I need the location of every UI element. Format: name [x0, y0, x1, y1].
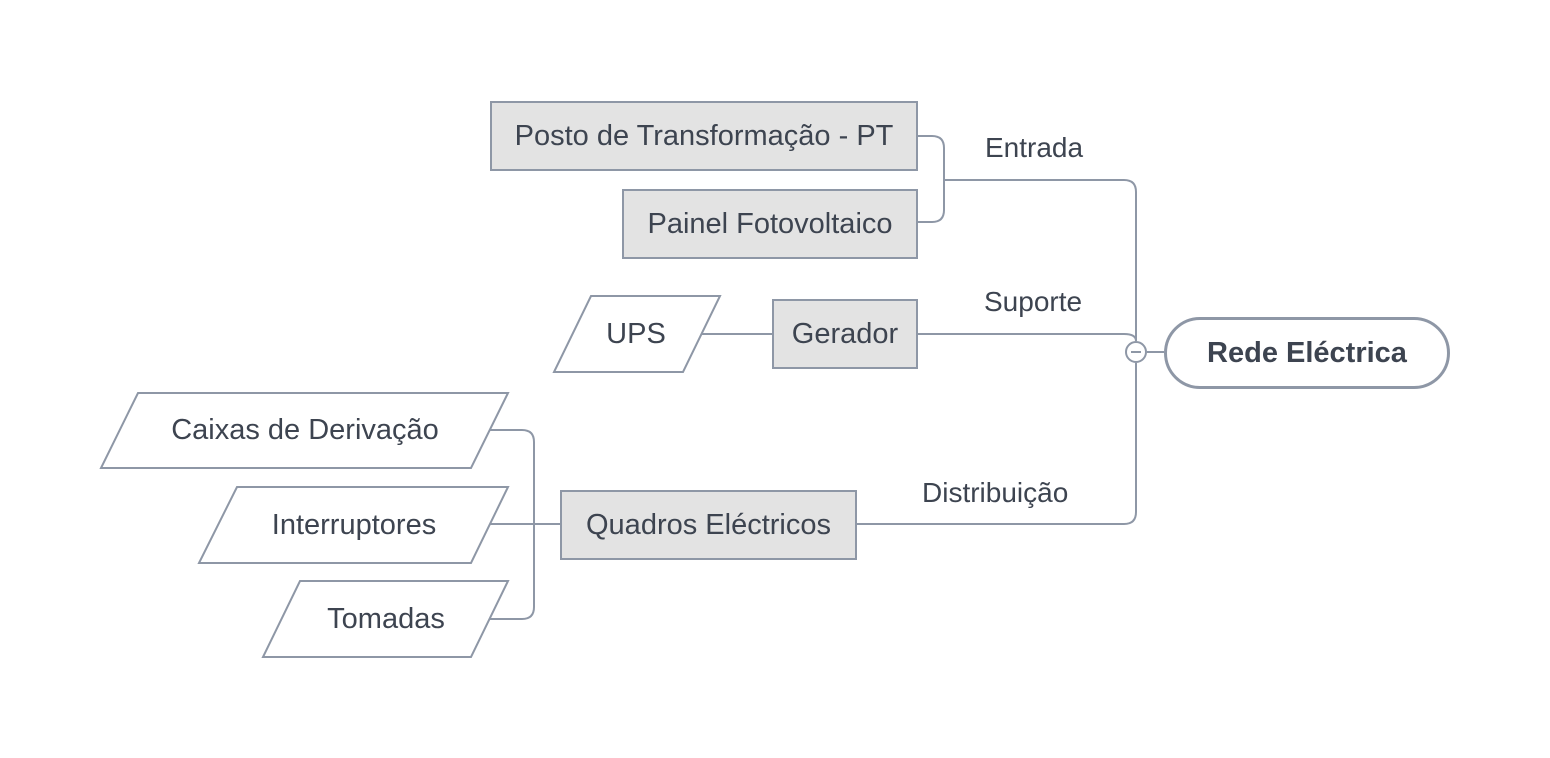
tomadas-shape — [261, 580, 510, 658]
suporte-connector — [918, 333, 1137, 342]
node-painel-fotovoltaico[interactable]: Painel Fotovoltaico — [622, 189, 918, 259]
node-tomadas[interactable]: Tomadas — [327, 602, 445, 635]
node-caixas-derivacao[interactable]: Caixas de Derivação — [171, 414, 439, 446]
entrada-connector — [945, 179, 1137, 341]
ups-shape — [552, 295, 722, 373]
node-posto-transformacao[interactable]: Posto de Transformação - PT — [490, 101, 918, 171]
node-ups[interactable]: UPS — [606, 317, 666, 350]
root-node[interactable]: Rede Eléctrica — [1164, 317, 1450, 389]
interruptores-shape — [197, 486, 510, 564]
collapse-toggle-icon[interactable] — [1125, 341, 1147, 363]
branch-label-suporte: Suporte — [984, 286, 1083, 317]
node-gerador[interactable]: Gerador — [772, 299, 918, 369]
entrada-bracket — [918, 135, 945, 223]
branch-label-entrada: Entrada — [985, 132, 1084, 163]
branch-label-distribuicao: Distribuição — [922, 477, 1069, 508]
node-quadros-electricos[interactable]: Quadros Eléctricos — [560, 490, 857, 560]
distribuicao-connector — [857, 363, 1137, 525]
caixas-shape — [99, 392, 510, 469]
node-interruptores[interactable]: Interruptores — [271, 508, 437, 541]
